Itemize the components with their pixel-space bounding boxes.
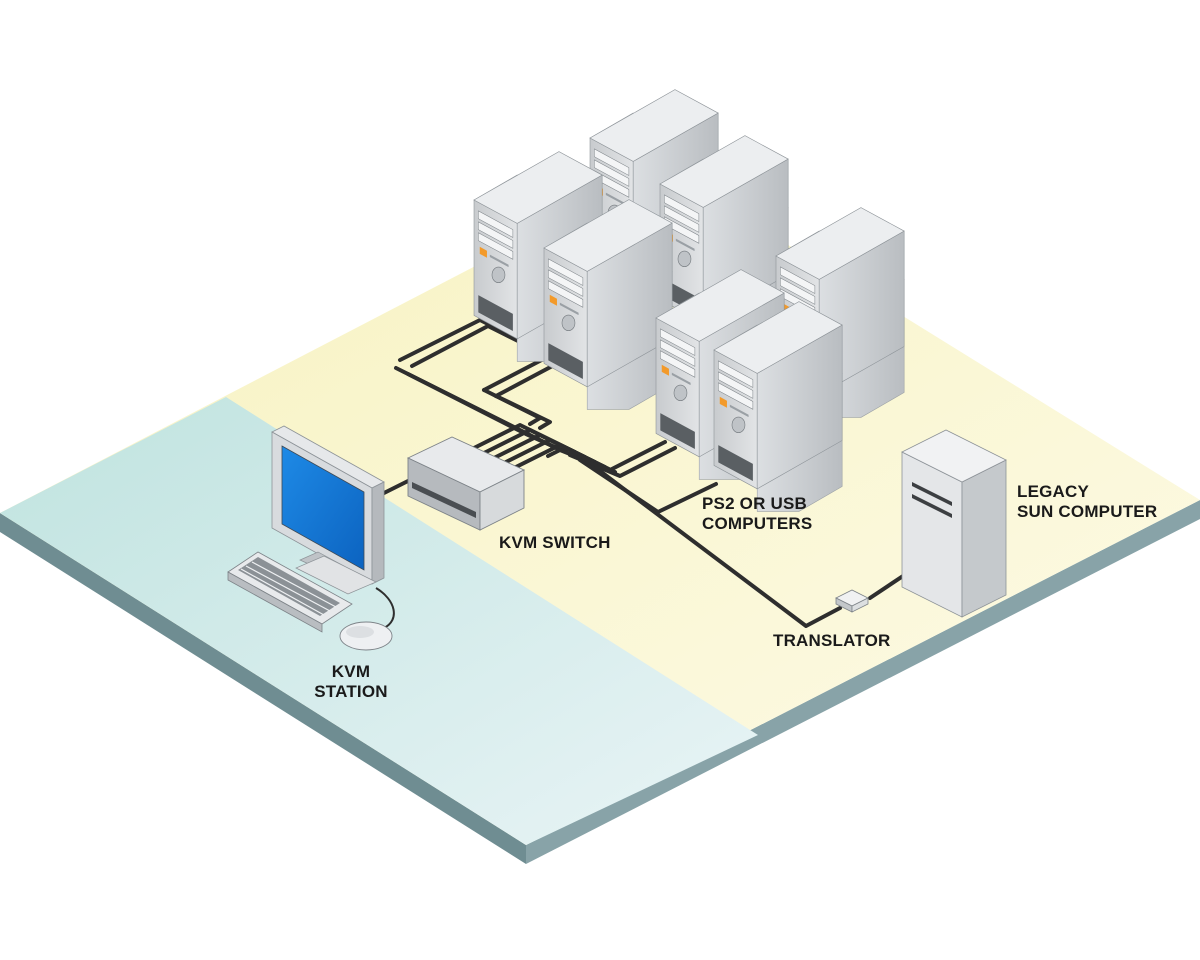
kvm-switch-label-text: KVM SWITCH [499, 533, 611, 552]
translator-box-icon [835, 589, 869, 613]
legacy-label-line2: SUN COMPUTER [1017, 502, 1158, 521]
monitor-icon [271, 425, 385, 595]
kvm-station-label: KVM STATION [308, 662, 394, 702]
legacy-label-line1: LEGACY [1017, 482, 1090, 501]
kvm-station-label-line1: KVM [331, 662, 371, 681]
kvm-station-label-line2: STATION [314, 682, 388, 701]
translator-label-text: TRANSLATOR [773, 631, 891, 650]
computers-label-line1: PS2 OR USB [702, 494, 807, 513]
kvm-switch-label: KVM SWITCH [499, 533, 611, 553]
computers-label-line2: COMPUTERS [702, 514, 813, 533]
keyboard-icon [227, 551, 353, 633]
cable-bundle [380, 318, 914, 628]
legacy-sun-computer-label: LEGACY SUN COMPUTER [1017, 482, 1157, 522]
legacy-sun-computer-icon [901, 429, 1007, 618]
translator-label: TRANSLATOR [773, 631, 891, 651]
computers-label: PS2 OR USB COMPUTERS [702, 494, 812, 534]
mouse-icon [339, 587, 395, 651]
kvm-switch-box-icon [406, 436, 526, 531]
